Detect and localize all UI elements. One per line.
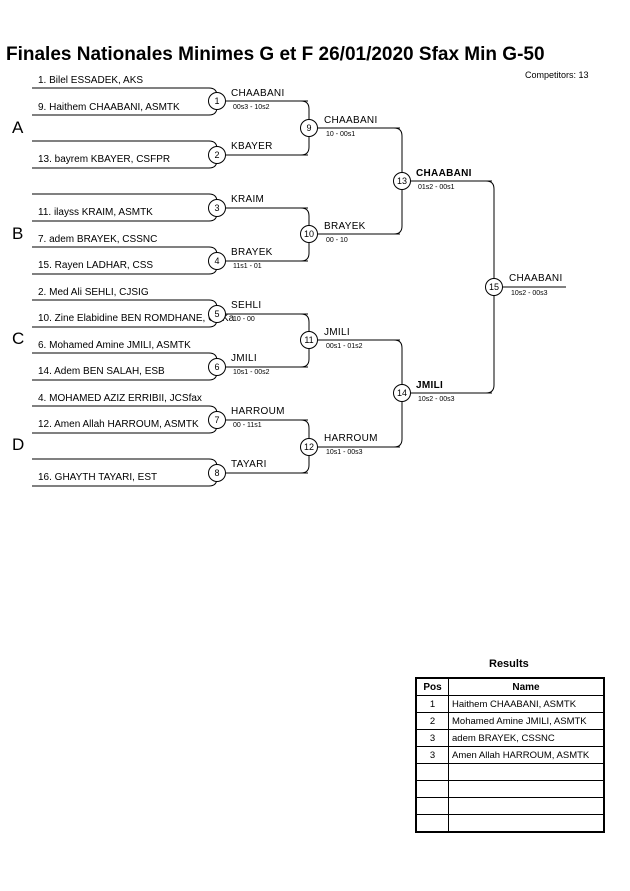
match-number-10: 10 — [300, 225, 318, 243]
match-score-11: 00s1 - 01s2 — [326, 343, 363, 350]
results-name: Haithem CHAABANI, ASMTK — [448, 695, 605, 713]
r3-bracket-2 — [318, 339, 403, 448]
results-header-row: Pos Name — [415, 677, 605, 696]
results-name — [448, 780, 605, 798]
match-number-7: 7 — [208, 411, 226, 429]
final-bracket — [411, 180, 495, 394]
pool-label-b: B — [12, 224, 24, 243]
results-row — [415, 797, 605, 815]
results-pos — [415, 763, 449, 781]
pool-label-c: C — [12, 329, 25, 348]
match-winner-9: CHAABANI — [324, 115, 378, 126]
match-score-15: 10s2 - 00s3 — [511, 290, 548, 297]
player-name: 2. Med Ali SEHLI, CJSIG — [38, 287, 149, 298]
player-name: 15. Rayen LADHAR, CSS — [38, 260, 154, 271]
r3-bracket-1 — [318, 127, 403, 235]
player-name: 9. Haithem CHAABANI, ASMTK — [38, 102, 180, 113]
results-name: adem BRAYEK, CSSNC — [448, 729, 605, 747]
match-score-12: 10s1 - 00s3 — [326, 449, 363, 456]
results-header-pos: Pos — [415, 677, 449, 696]
results-name — [448, 814, 605, 833]
results-pos — [415, 797, 449, 815]
results-row — [415, 780, 605, 798]
player-name: 6. Mohamed Amine JMILI, ASMTK — [38, 340, 191, 351]
player-name: 10. Zine Elabidine BEN ROMDHANE, CSKa — [38, 313, 235, 324]
results-header-name: Name — [448, 677, 605, 696]
match-score-13: 01s2 - 00s1 — [418, 184, 455, 191]
match-score-14: 10s2 - 00s3 — [418, 396, 455, 403]
player-name: 16. GHAYTH TAYARI, EST — [38, 472, 158, 483]
match-score-7: 00 - 11s1 — [233, 422, 262, 429]
results-pos — [415, 780, 449, 798]
results-name: Amen Allah HARROUM, ASMTK — [448, 746, 605, 764]
match-score-9: 10 - 00s1 — [326, 131, 356, 138]
match-winner-2: KBAYER — [231, 141, 273, 152]
results-pos: 3 — [415, 746, 449, 764]
results-row — [415, 763, 605, 781]
match-number-14: 14 — [393, 384, 411, 402]
match-winner-12: HARROUM — [324, 433, 378, 444]
match-number-9: 9 — [300, 119, 318, 137]
match-number-1: 1 — [208, 92, 226, 110]
match-winner-11: JMILI — [324, 327, 350, 338]
match-number-5: 5 — [208, 305, 226, 323]
match-number-6: 6 — [208, 358, 226, 376]
match-number-4: 4 — [208, 252, 226, 270]
results-name — [448, 763, 605, 781]
player-name: 14. Adem BEN SALAH, ESB — [38, 366, 165, 377]
match-winner-10: BRAYEK — [324, 221, 366, 232]
match-score-10: 00 - 10 — [326, 237, 348, 244]
match-number-2: 2 — [208, 146, 226, 164]
match-score-6: 10s1 - 00s2 — [233, 369, 270, 376]
results-name — [448, 797, 605, 815]
match-number-13: 13 — [393, 172, 411, 190]
match-winner-14: JMILI — [416, 380, 444, 391]
match-winner-15: CHAABANI — [509, 273, 563, 284]
results-title: Results — [489, 658, 529, 670]
page-title: Finales Nationales Minimes G et F 26/01/… — [6, 44, 545, 65]
player-name: 11. ilayss KRAIM, ASMTK — [38, 207, 153, 218]
player-name: 12. Amen Allah HARROUM, ASMTK — [38, 419, 199, 430]
match-number-12: 12 — [300, 438, 318, 456]
player-name: 4. MOHAMED AZIZ ERRIBII, JCSfax — [38, 393, 202, 404]
results-name: Mohamed Amine JMILI, ASMTK — [448, 712, 605, 730]
match-number-11: 11 — [300, 331, 318, 349]
match-winner-3: KRAIM — [231, 194, 265, 205]
match-score-4: 11s1 - 01 — [233, 263, 262, 270]
results-pos: 3 — [415, 729, 449, 747]
match-winner-5: SEHLI — [231, 300, 262, 311]
match-number-3: 3 — [208, 199, 226, 217]
player-name: 1. Bilel ESSADEK, AKS — [38, 75, 144, 86]
match-winner-1: CHAABANI — [231, 88, 285, 99]
results-pos — [415, 814, 449, 833]
match-score-5: 10 - 00 — [233, 316, 255, 323]
match-winner-7: HARROUM — [231, 406, 285, 417]
results-row — [415, 814, 605, 833]
results-pos: 1 — [415, 695, 449, 713]
results-pos: 2 — [415, 712, 449, 730]
match-winner-6: JMILI — [231, 353, 257, 364]
match-winner-8: TAYARI — [231, 459, 267, 470]
match-number-8: 8 — [208, 464, 226, 482]
player-name: 13. bayrem KBAYER, CSFPR — [38, 154, 171, 165]
match-number-15: 15 — [485, 278, 503, 296]
competitors-count: Competitors: 13 — [525, 70, 589, 80]
match-winner-13: CHAABANI — [416, 168, 472, 179]
player-name: 7. adem BRAYEK, CSSNC — [38, 234, 158, 245]
pool-label-d: D — [12, 435, 25, 454]
pool-label-a: A — [12, 118, 24, 137]
match-winner-4: BRAYEK — [231, 247, 273, 258]
match-score-1: 00s3 - 10s2 — [233, 104, 270, 111]
